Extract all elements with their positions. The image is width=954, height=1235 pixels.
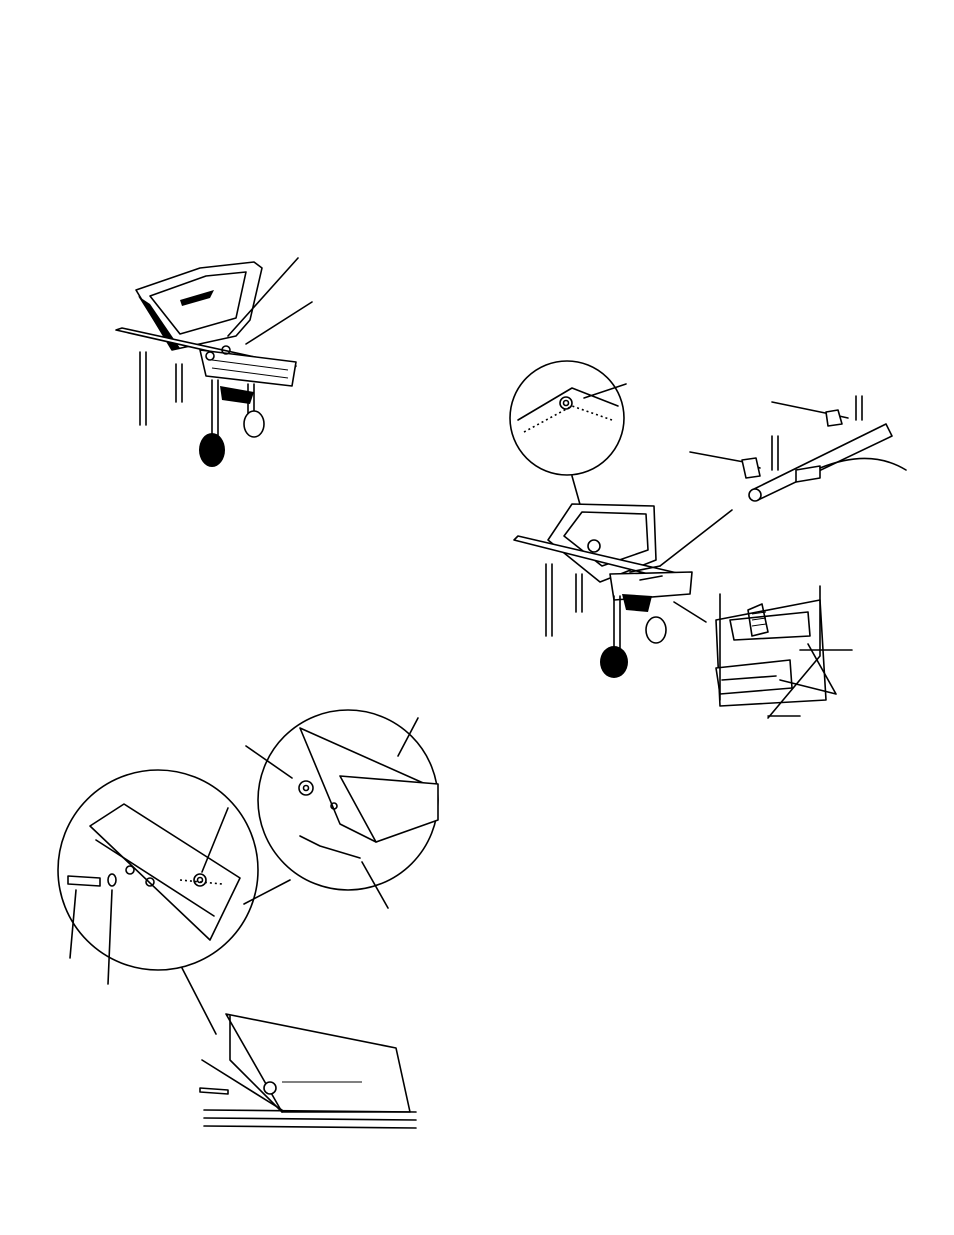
cart-shelf-shadow [622,594,652,612]
cart-leg-2 [576,574,582,612]
figure-firebox-bolt-assembly [60,710,450,1140]
bottom-shelf-shadow [220,386,254,404]
burner-valve-illustration [505,360,855,720]
knob-lower [742,458,760,478]
wheel-back [244,411,264,437]
leader-line-2 [246,302,312,344]
cart-wheel-front [600,646,628,678]
cart-leg-3 [614,596,620,650]
leader-cart-valve [660,510,732,566]
firebox-bolt [200,1088,228,1094]
leader-cart-side [674,602,706,622]
figure-burner-valve-installation [505,360,855,720]
cart-shelf [610,572,692,600]
leg-front-right [212,380,218,440]
knob-upper [826,410,842,426]
cart-leg-1 [546,564,552,636]
valve-stem-lower [772,436,778,470]
nut [194,874,206,886]
valve-stem-upper [856,396,862,420]
cart-wheel-back [646,617,666,643]
firebox-nut [264,1082,276,1094]
bolt-assembly-illustration [60,710,450,1140]
wheel-front [199,433,225,467]
leg-back-left [176,364,182,402]
manifold-end [749,489,761,501]
grill-cart-illustration [110,250,320,470]
detail-bolt-hole [299,781,313,795]
manifold-tube [752,424,892,500]
figure-cart-firebox-tilted [110,250,320,470]
leg-front-left [140,352,146,425]
washer [108,874,116,886]
leader-to-firebox [182,968,216,1034]
bolt [68,876,100,886]
firebox-lower [226,1014,410,1112]
